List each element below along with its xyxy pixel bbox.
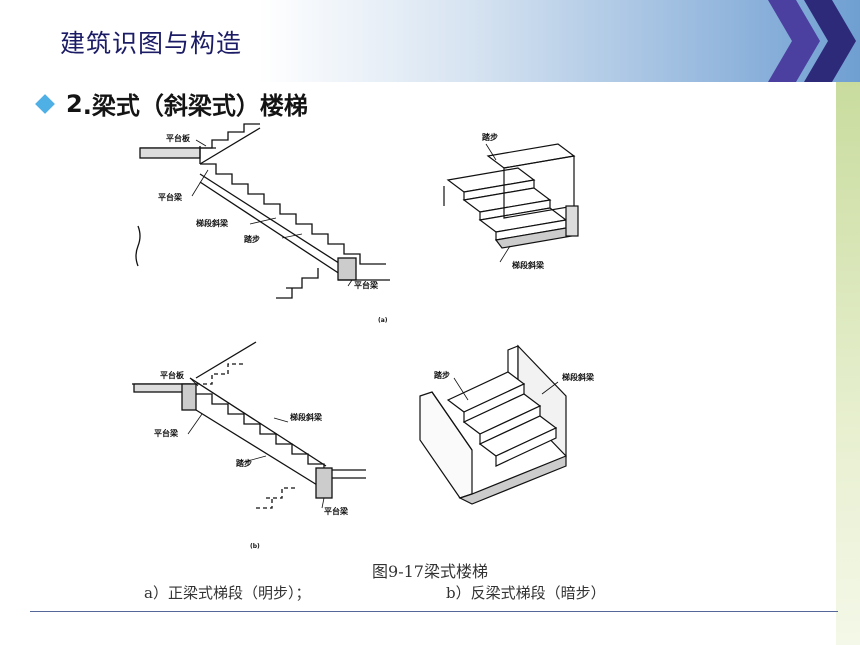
- label-platform-beam-top: 平台梁: [158, 192, 183, 202]
- chevron-decoration-icon: [768, 0, 856, 82]
- label-iso-a-tread: 踏步: [482, 132, 498, 142]
- label-inclined-beam: 梯段斜梁: [196, 218, 229, 228]
- section-number: 2: [66, 89, 83, 118]
- label-b-platform-slab: 平台板: [160, 370, 185, 380]
- sub-caption-b: b）反梁式梯段（暗步）: [446, 584, 606, 602]
- label-platform-slab: 平台板: [166, 133, 191, 143]
- label-platform-beam-bottom: 平台梁: [354, 280, 379, 290]
- label-iso-b-tread: 踏步: [434, 370, 450, 380]
- figure-caption: 图9-17梁式楼梯: [372, 562, 488, 581]
- page-title: 建筑识图与构造: [60, 29, 243, 58]
- label-tread: 踏步: [244, 234, 260, 244]
- marker-b: (b): [250, 543, 260, 550]
- label-b-platform-beam-bottom: 平台梁: [324, 506, 349, 516]
- label-iso-b-beam: 梯段斜梁: [562, 372, 595, 382]
- figure-a-isometric: 踏步 梯段斜梁: [443, 132, 579, 270]
- bottom-divider: [30, 611, 838, 612]
- header-bar: 建筑识图与构造: [0, 0, 860, 82]
- figure-a-section: 平台板 平台梁 梯段斜梁 踏步 平台梁 (a): [135, 123, 390, 324]
- label-iso-a-beam: 梯段斜梁: [512, 260, 545, 270]
- diamond-bullet-icon: [35, 93, 55, 114]
- section-title-text: .梁式（斜梁式）楼梯: [82, 92, 308, 120]
- label-b-inclined-beam: 梯段斜梁: [290, 412, 323, 422]
- sub-caption-a: a）正梁式梯段（明步）；: [144, 584, 311, 602]
- figure-b-section: 平台板 梯段斜梁 平台梁 踏步 平台梁 (b): [132, 341, 366, 550]
- section-heading: 2 .梁式（斜梁式）楼梯: [34, 86, 308, 121]
- marker-a: (a): [378, 317, 388, 324]
- figure-b-isometric: 踏步 梯段斜梁: [419, 344, 595, 505]
- label-b-platform-beam-top: 平台梁: [154, 428, 179, 438]
- side-band: [836, 82, 860, 645]
- label-b-tread: 踏步: [236, 458, 252, 468]
